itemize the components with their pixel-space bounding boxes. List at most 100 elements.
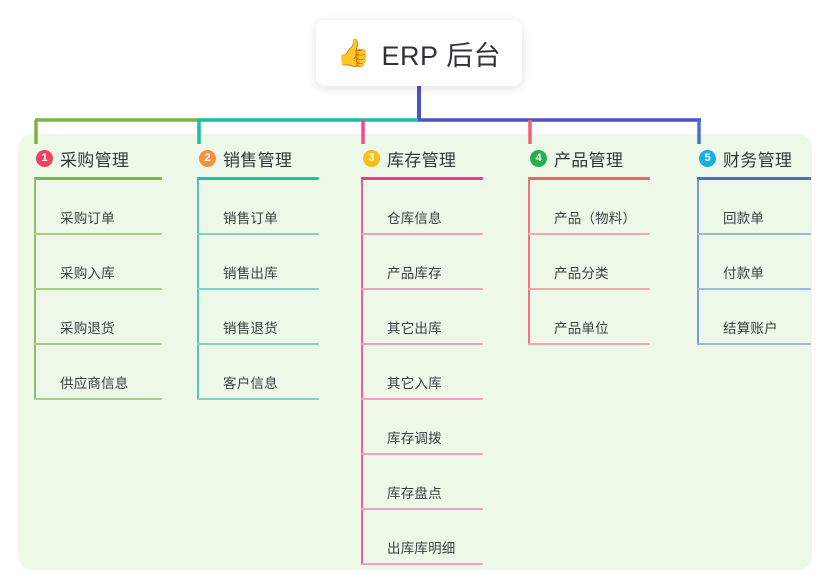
branch-spine <box>697 180 699 345</box>
branch-title: 财务管理 <box>723 150 793 170</box>
branch-column-3: 3 库存管理仓库信息产品库存其它出库其它入库库存调拨库存盘点出库库明细 <box>361 146 483 565</box>
leaf-item[interactable]: 产品分类 <box>528 235 650 290</box>
branch-leaf-list: 产品（物料） 产品分类产品单位 <box>528 180 650 345</box>
branch-spine <box>197 180 199 400</box>
leaf-item-rule <box>528 343 650 345</box>
leaf-item-label: 销售出库 <box>223 266 278 281</box>
leaf-item-label: 采购退货 <box>60 321 115 336</box>
root-node-label: ERP 后台 <box>381 40 502 71</box>
leaf-item-label: 库存调拨 <box>387 431 442 446</box>
branch-header-rule <box>361 177 483 180</box>
branch-leaf-list: 采购订单采购入库采购退货供应商信息 <box>34 180 162 400</box>
branch-header-3[interactable]: 3 库存管理 <box>361 146 483 170</box>
leaf-item[interactable]: 库存调拨 <box>361 400 483 455</box>
branch-number-badge: 3 <box>363 149 380 167</box>
leaf-item-rule <box>697 343 811 345</box>
branch-header-4[interactable]: 4 产品管理 <box>528 146 650 170</box>
leaf-item[interactable]: 采购入库 <box>34 235 162 290</box>
leaf-item-label: 出库库明细 <box>387 541 456 556</box>
leaf-item-rule <box>34 288 162 290</box>
branch-header-1[interactable]: 1 采购管理 <box>34 146 162 170</box>
branch-leaf-list: 回款单付款单结算账户 <box>697 180 811 345</box>
branch-leaf-list: 仓库信息产品库存其它出库其它入库库存调拨库存盘点出库库明细 <box>361 180 483 565</box>
leaf-item-rule <box>528 233 650 235</box>
leaf-item-label: 其它入库 <box>387 376 442 391</box>
leaf-item[interactable]: 销售退货 <box>197 290 319 345</box>
branch-header-rule <box>697 177 811 180</box>
leaf-item-label: 客户信息 <box>223 376 278 391</box>
branch-number-badge: 5 <box>699 149 716 167</box>
leaf-item-rule <box>361 233 483 235</box>
leaf-item-label: 回款单 <box>723 211 765 226</box>
leaf-item[interactable]: 结算账户 <box>697 290 811 345</box>
leaf-item[interactable]: 供应商信息 <box>34 345 162 400</box>
branch-header-rule <box>528 177 650 180</box>
leaf-item-rule <box>361 508 483 510</box>
leaf-item[interactable]: 仓库信息 <box>361 180 483 235</box>
leaf-item-rule <box>361 288 483 290</box>
leaf-item-label: 采购订单 <box>60 211 115 226</box>
leaf-item-rule <box>697 288 811 290</box>
branch-number-badge: 4 <box>530 149 547 167</box>
leaf-item-rule <box>197 398 319 400</box>
leaf-item-label: 产品单位 <box>554 321 609 336</box>
leaf-item[interactable]: 采购订单 <box>34 180 162 235</box>
leaf-item[interactable]: 其它出库 <box>361 290 483 345</box>
branch-spine <box>34 180 36 400</box>
leaf-item-label: 库存盘点 <box>387 486 442 501</box>
leaf-item-rule <box>34 343 162 345</box>
leaf-item-rule <box>697 233 811 235</box>
leaf-item-label: 付款单 <box>723 266 765 281</box>
leaf-item[interactable]: 其它入库 <box>361 345 483 400</box>
branch-column-5: 5 财务管理回款单付款单结算账户 <box>697 146 811 345</box>
branch-background-panel <box>18 134 812 570</box>
leaf-item-label: 销售退货 <box>223 321 278 336</box>
leaf-item-label: 其它出库 <box>387 321 442 336</box>
leaf-item-rule <box>361 563 483 565</box>
leaf-item-rule <box>361 398 483 400</box>
branch-header-5[interactable]: 5 财务管理 <box>697 146 811 170</box>
leaf-item-label: 采购入库 <box>60 266 115 281</box>
leaf-item-rule <box>34 398 162 400</box>
branch-column-2: 2 销售管理销售订单销售出库销售退货客户信息 <box>197 146 319 400</box>
branch-column-4: 4 产品管理产品（物料） 产品分类产品单位 <box>528 146 650 345</box>
leaf-item[interactable]: 出库库明细 <box>361 510 483 565</box>
branch-number-badge: 2 <box>199 149 216 167</box>
branch-spine <box>361 180 363 565</box>
branch-header-rule <box>197 177 319 180</box>
root-node[interactable]: 👍 ERP 后台 <box>316 20 522 86</box>
leaf-item-label: 仓库信息 <box>387 211 442 226</box>
leaf-item[interactable]: 付款单 <box>697 235 811 290</box>
thumbs-up-icon: 👍 <box>336 37 371 68</box>
branch-spine <box>528 180 530 345</box>
leaf-item-rule <box>528 288 650 290</box>
leaf-item[interactable]: 产品（物料） <box>528 180 650 235</box>
leaf-item-rule <box>361 343 483 345</box>
leaf-item[interactable]: 库存盘点 <box>361 455 483 510</box>
leaf-item[interactable]: 回款单 <box>697 180 811 235</box>
branch-column-1: 1 采购管理采购订单采购入库采购退货供应商信息 <box>34 146 162 400</box>
leaf-item[interactable]: 采购退货 <box>34 290 162 345</box>
leaf-item-label: 供应商信息 <box>60 376 129 391</box>
branch-title: 采购管理 <box>60 150 130 170</box>
leaf-item-rule <box>197 343 319 345</box>
branch-number-badge: 1 <box>36 149 53 167</box>
leaf-item-rule <box>361 453 483 455</box>
leaf-item-label: 销售订单 <box>223 211 278 226</box>
leaf-item[interactable]: 销售订单 <box>197 180 319 235</box>
branch-header-rule <box>34 177 162 180</box>
branch-title: 销售管理 <box>223 150 293 170</box>
leaf-item[interactable]: 产品单位 <box>528 290 650 345</box>
leaf-item-label: 产品分类 <box>554 266 609 281</box>
leaf-item-rule <box>197 233 319 235</box>
leaf-item[interactable]: 销售出库 <box>197 235 319 290</box>
leaf-item[interactable]: 产品库存 <box>361 235 483 290</box>
branch-leaf-list: 销售订单销售出库销售退货客户信息 <box>197 180 319 400</box>
leaf-item[interactable]: 客户信息 <box>197 345 319 400</box>
leaf-item-label: 结算账户 <box>723 321 778 336</box>
branch-title: 产品管理 <box>554 150 624 170</box>
leaf-item-rule <box>197 288 319 290</box>
branch-header-2[interactable]: 2 销售管理 <box>197 146 319 170</box>
branch-title: 库存管理 <box>387 150 457 170</box>
